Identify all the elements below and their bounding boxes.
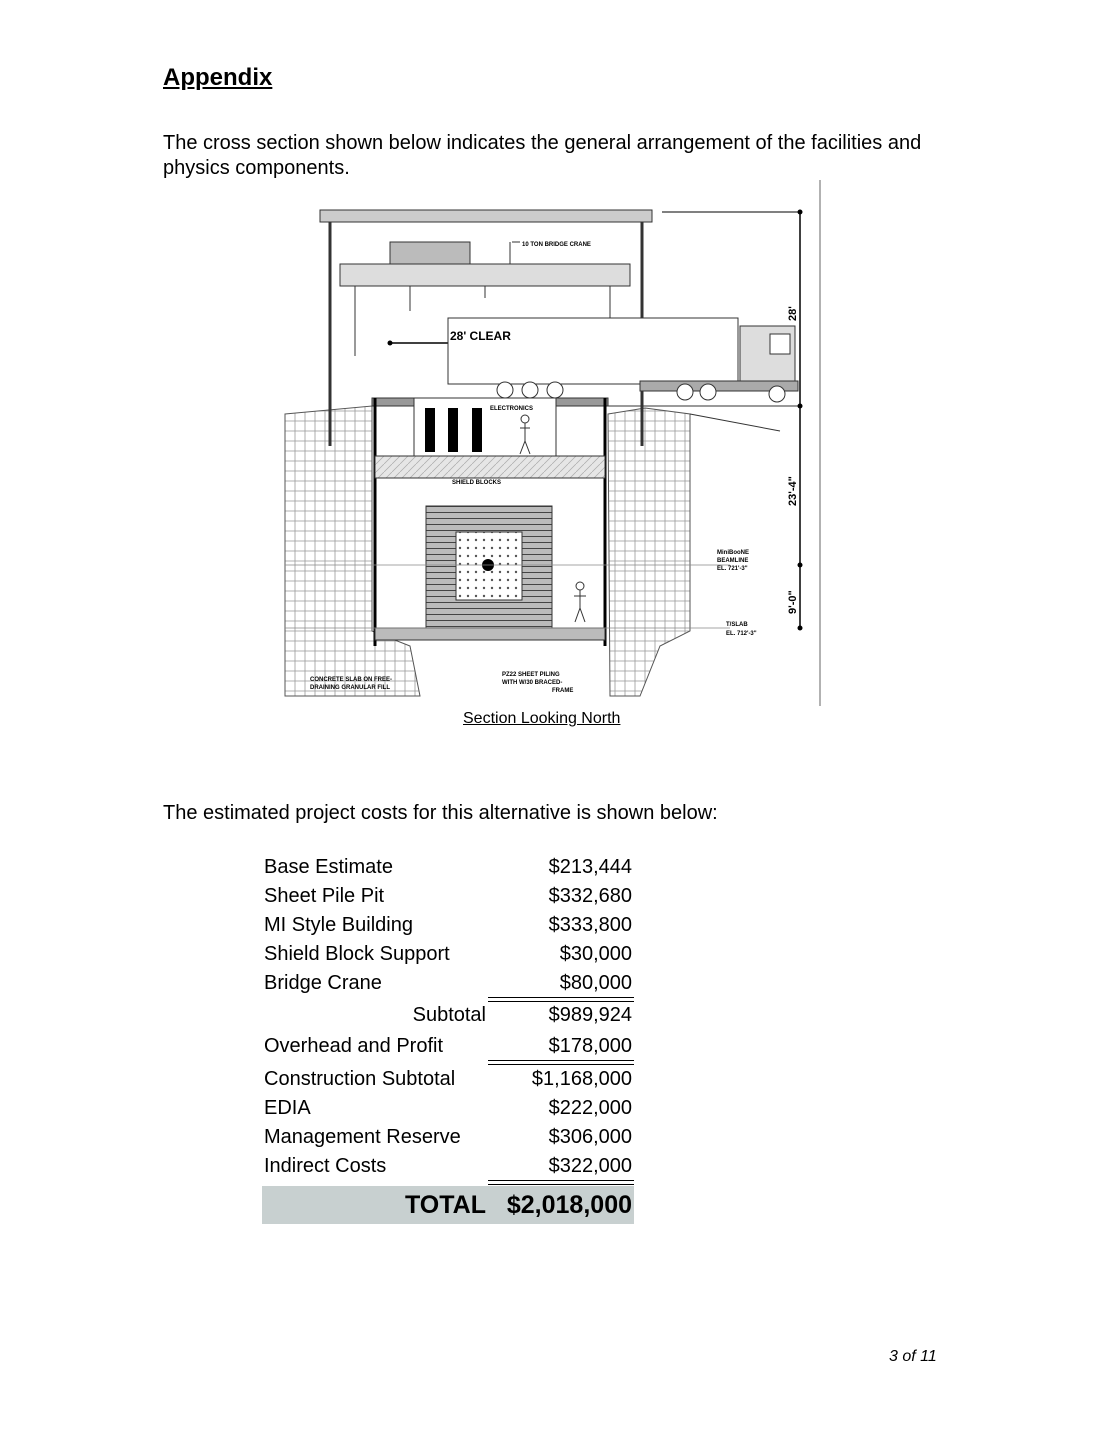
double-rule: [488, 1060, 634, 1065]
figure-caption: Section Looking North: [463, 710, 621, 727]
dim-low-label: 9'-0": [787, 590, 799, 614]
cost-row: Bridge Crane $80,000: [262, 970, 634, 1002]
label-beamline-1: MiniBooNE: [717, 550, 749, 556]
cost-table: Base Estimate $213,444 Sheet Pile Pit $3…: [262, 854, 634, 1224]
cost-label: Sheet Pile Pit: [264, 885, 385, 907]
cost-row: Base Estimate $213,444: [262, 854, 634, 883]
label-shield: SHIELD BLOCKS: [452, 480, 501, 486]
cost-label: Construction Subtotal: [264, 1068, 456, 1090]
dim-top-label: 28': [787, 306, 799, 321]
cost-value: $30,000: [559, 943, 632, 965]
overhead-label: Overhead and Profit: [264, 1035, 443, 1057]
cost-value: $332,680: [548, 885, 632, 907]
cost-label: MI Style Building: [264, 914, 413, 936]
cost-row: EDIA $222,000: [262, 1095, 634, 1124]
label-beamline-2: BEAMLINE: [717, 558, 748, 564]
subtotal-value: $989,924: [548, 1004, 632, 1026]
cost-row: MI Style Building $333,800: [262, 912, 634, 941]
cost-row: Sheet Pile Pit $332,680: [262, 883, 634, 912]
label-piling-1: PZ22 SHEET PILING: [502, 672, 560, 678]
label-slab-2: EL. 712'-3": [726, 631, 757, 637]
label-slab-1: T/SLAB: [726, 622, 748, 628]
overhead-row: Overhead and Profit $178,000: [262, 1033, 634, 1065]
cross-section-figure: 10 TON BRIDGE CRANE 28' CLEAR ELECTRONIC…: [280, 176, 825, 711]
total-row: TOTAL $2,018,000: [262, 1186, 634, 1224]
double-rule: [488, 1180, 634, 1185]
costs-intro: The estimated project costs for this alt…: [163, 802, 718, 824]
cost-value: $80,000: [559, 972, 632, 994]
total-value: $2,018,000: [506, 1191, 632, 1219]
label-concrete-2: DRAINING GRANULAR FILL: [310, 685, 390, 691]
label-crane: 10 TON BRIDGE CRANE: [522, 242, 591, 248]
cost-label: Shield Block Support: [264, 943, 450, 965]
soil-right: [607, 407, 691, 697]
cost-value: $306,000: [548, 1126, 632, 1148]
total-label: TOTAL: [404, 1191, 486, 1219]
cost-label: EDIA: [264, 1097, 311, 1119]
cost-row: Management Reserve $306,000: [262, 1124, 634, 1153]
cost-label: Base Estimate: [264, 856, 393, 878]
subtotal-label: Subtotal: [412, 1004, 486, 1026]
label-electronics: ELECTRONICS: [490, 406, 533, 412]
page-number: 3 of 11: [889, 1348, 937, 1365]
cost-row: Shield Block Support $30,000: [262, 941, 634, 970]
label-beamline-3: EL. 721'-3": [717, 566, 748, 572]
cost-row: Indirect Costs $322,000: [262, 1153, 634, 1185]
cost-label: Management Reserve: [264, 1126, 461, 1148]
cost-label: Bridge Crane: [264, 972, 382, 994]
label-piling-3: FRAME: [552, 688, 573, 694]
intro-paragraph: The cross section shown below indicates …: [163, 132, 922, 179]
cost-value: $1,168,000: [531, 1068, 632, 1090]
cost-value: $333,800: [548, 914, 632, 936]
cost-value: $222,000: [548, 1097, 632, 1119]
dim-mid-label: 23'-4": [787, 476, 799, 506]
label-concrete-1: CONCRETE SLAB ON FREE-: [310, 677, 392, 683]
cost-value: $322,000: [548, 1155, 632, 1177]
subtotal-row: Subtotal $989,924: [262, 1002, 634, 1033]
page-heading: Appendix: [163, 64, 273, 91]
cost-row: Construction Subtotal $1,168,000: [262, 1066, 634, 1095]
soil-left: [284, 405, 421, 697]
cost-label: Indirect Costs: [264, 1155, 387, 1177]
cost-value: $213,444: [548, 856, 632, 878]
label-clear: 28' CLEAR: [450, 329, 511, 343]
double-rule: [488, 997, 634, 1002]
overhead-value: $178,000: [548, 1035, 632, 1057]
label-piling-2: WITH W/30 BRACED-: [502, 680, 562, 686]
